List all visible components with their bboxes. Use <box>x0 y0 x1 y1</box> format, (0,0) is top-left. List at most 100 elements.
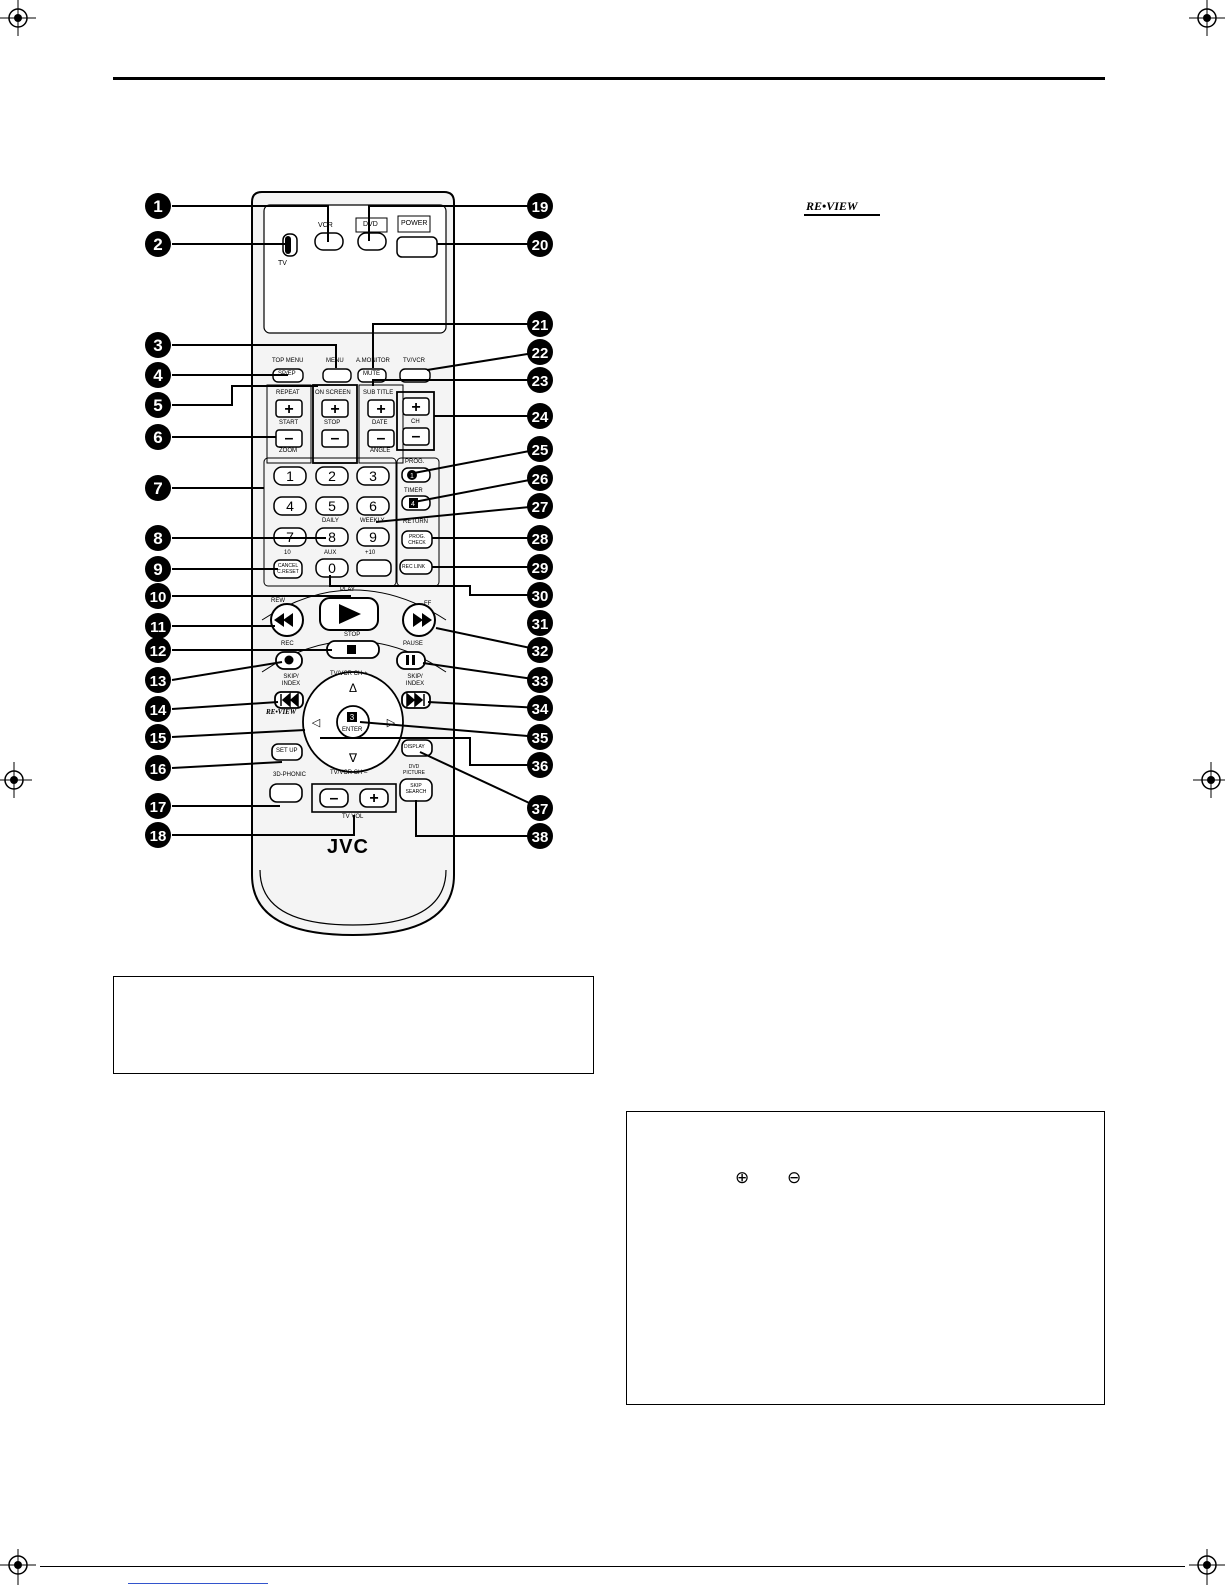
callout-circle-9 <box>145 556 171 582</box>
numpad-key-label: 3 <box>369 468 377 484</box>
tv-vcr-label: TV/VCR <box>403 358 426 364</box>
brand-logo: JVC <box>327 836 369 858</box>
ff-label: FF <box>424 601 432 607</box>
footer-link-underline <box>128 1583 268 1584</box>
callout-circle-11 <box>145 613 171 639</box>
mute-label: MUTE <box>363 371 380 377</box>
callout-number-21: 21 <box>532 317 549 334</box>
callout-number-32: 32 <box>532 643 549 660</box>
numpad-key-4 <box>273 496 307 516</box>
a-monitor-label: A.MONITOR <box>356 358 390 364</box>
callout-number-17: 17 <box>150 799 167 816</box>
skip-left-label: SKIP/ INDEX <box>281 674 301 687</box>
review-label: RE•VIEW <box>266 708 297 716</box>
footer-rule <box>40 1566 1185 1567</box>
rec-link-label: REC LINK <box>402 564 426 570</box>
callout-circle-18 <box>145 822 171 848</box>
tv-vcr-ch-minus-label: TV/VCR CH – <box>330 770 368 776</box>
svg-text:–: – <box>331 430 340 447</box>
callout-number-3: 3 <box>153 336 162 355</box>
numpad-key-label: 0 <box>328 560 336 576</box>
callout-number-36: 36 <box>532 758 549 775</box>
callout-circle-21 <box>527 311 553 337</box>
sub-title-label: SUB TITLE <box>363 390 394 396</box>
vol-plus-button <box>359 788 389 808</box>
tv-switch-label: TV <box>278 260 287 267</box>
callout-number-7: 7 <box>153 479 162 498</box>
numpad-key-label: 1 <box>286 468 294 484</box>
callout-number-31: 31 <box>532 616 549 633</box>
svg-text:–: – <box>377 430 386 447</box>
callout-number-25: 25 <box>532 442 549 459</box>
weekly-label: WEEKLY <box>360 518 385 524</box>
callout-number-29: 29 <box>532 560 549 577</box>
callout-circle-32 <box>527 637 553 663</box>
callout-number-30: 30 <box>532 588 549 605</box>
stop-label: STOP <box>344 632 361 638</box>
prog-label: PROG. <box>405 459 425 465</box>
svg-text:+: + <box>284 401 293 418</box>
skip-right-label: SKIP/ INDEX <box>405 674 425 687</box>
callout-circle-13 <box>145 667 171 693</box>
play-label: PLAY <box>340 587 355 593</box>
callout-number-14: 14 <box>150 702 167 719</box>
numpad-key-label: 8 <box>328 529 336 545</box>
callout-circle-31 <box>527 610 553 636</box>
svg-text:–: – <box>330 790 339 807</box>
review-logo: RE•VIEW <box>804 199 880 216</box>
rec-label: REC <box>281 641 294 647</box>
callout-number-1: 1 <box>153 197 162 216</box>
numpad-key-9 <box>356 527 390 547</box>
plus10-button <box>356 559 392 577</box>
callout-number-9: 9 <box>153 560 162 579</box>
cancel-label: CANCEL C.RESET <box>277 563 299 575</box>
timer-label: TIMER <box>404 488 423 494</box>
callout-number-18: 18 <box>150 828 167 845</box>
svg-text:–: – <box>412 428 421 445</box>
numpad-key-label: 9 <box>369 529 377 545</box>
svg-text:+: + <box>411 399 420 416</box>
aux-label: AUX <box>324 550 337 556</box>
svg-text:◁: ◁ <box>312 717 321 729</box>
callout-circle-16 <box>145 755 171 781</box>
callout-number-12: 12 <box>150 643 167 660</box>
numpad-key-1 <box>273 466 307 486</box>
callout-number-10: 10 <box>150 589 167 606</box>
svg-text:+: + <box>376 401 385 418</box>
callout-circle-22 <box>527 339 553 365</box>
phonic-button <box>269 783 303 803</box>
svg-text:3: 3 <box>350 713 355 722</box>
menu-label: MENU <box>326 358 344 364</box>
sp-ep-label: SP/EP <box>278 371 296 377</box>
callout-number-23: 23 <box>532 373 549 390</box>
callout-number-38: 38 <box>532 829 549 846</box>
registration-mark-bottom-right <box>1189 1549 1225 1585</box>
tv-vol-label: TV VOL <box>342 814 364 820</box>
callout-circle-38 <box>527 823 553 849</box>
callout-number-27: 27 <box>532 499 549 516</box>
callout-number-11: 11 <box>150 619 166 636</box>
minus-symbol: ⊖ <box>787 1168 802 1187</box>
callout-number-26: 26 <box>532 471 549 488</box>
callout-circle-27 <box>527 493 553 519</box>
callout-circle-33 <box>527 667 553 693</box>
callout-circle-8 <box>145 525 171 551</box>
rew-label: REW <box>271 598 285 604</box>
phonic-label: 3D-PHONIC <box>273 772 307 778</box>
registration-mark-bottom-left <box>0 1549 36 1585</box>
registration-mark-mid-right <box>1193 762 1225 798</box>
header-rule <box>113 77 1105 80</box>
callout-circle-23 <box>527 367 553 393</box>
note-box: ⊕ ⊖ <box>626 1111 1105 1405</box>
callout-number-5: 5 <box>153 396 162 415</box>
callout-circle-26 <box>527 465 553 491</box>
prog-check-label: PROG. CHECK <box>408 534 426 546</box>
plus-symbol: ⊕ <box>735 1168 750 1187</box>
setup-button <box>271 743 303 761</box>
on-screen-label: ON SCREEN <box>315 390 351 396</box>
numpad-key-label: 2 <box>328 468 336 484</box>
callout-circle-6 <box>145 424 171 450</box>
callout-circle-19 <box>527 193 553 219</box>
